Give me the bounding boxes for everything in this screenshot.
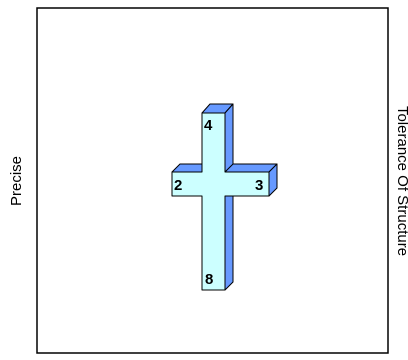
cross-depth-upper-side	[225, 104, 233, 172]
cross-depth-left-arm-top	[172, 164, 202, 172]
cross-bottom-number: 8	[205, 271, 213, 288]
cross-right-number: 3	[255, 177, 263, 194]
cross-top-number: 4	[204, 117, 213, 134]
right-axis-label: Tolerance Of Structure	[394, 106, 408, 256]
left-axis-label: Precise	[8, 156, 25, 206]
cross-depth-lower-side	[225, 196, 233, 290]
cross-depth-right-arm-top	[225, 164, 277, 172]
cross-left-number: 2	[174, 177, 182, 194]
cross-shape	[172, 104, 277, 290]
cross-front-face	[172, 113, 269, 290]
